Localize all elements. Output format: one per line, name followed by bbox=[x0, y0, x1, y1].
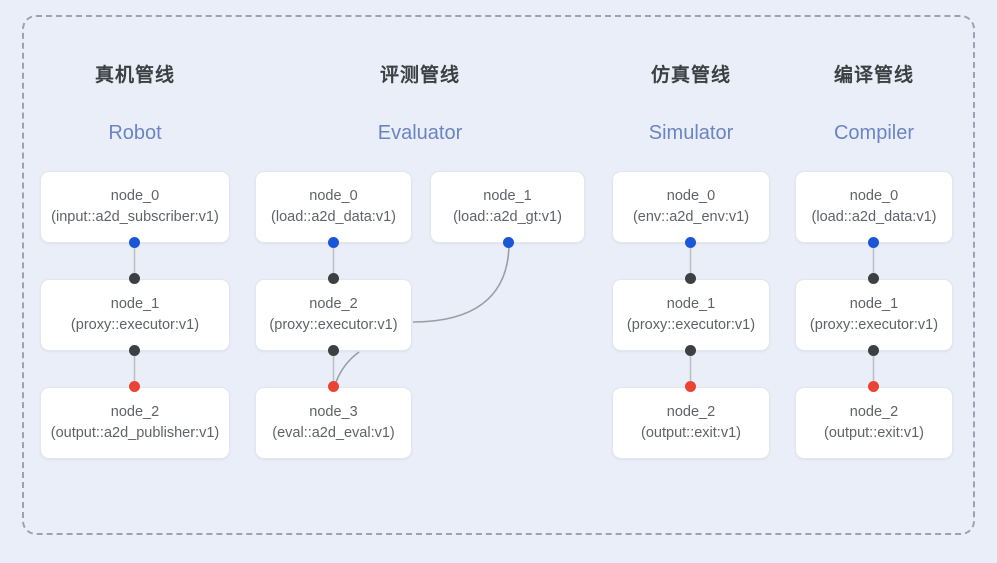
node-compiler-2[interactable]: node_2 (output::exit:v1) bbox=[795, 387, 953, 459]
pipeline-frame bbox=[22, 15, 975, 535]
connector-dot-output-black bbox=[129, 345, 140, 356]
connector-dot-output-blue-gt bbox=[503, 237, 514, 248]
column-title-cn-simulator: 仿真管线 bbox=[650, 65, 731, 86]
node-type: (proxy::executor:v1) bbox=[269, 317, 398, 333]
column-title-en-simulator: Simulator bbox=[648, 122, 734, 144]
connector-dot-input-red bbox=[129, 381, 140, 392]
node-simulator-2[interactable]: node_2 (output::exit:v1) bbox=[612, 387, 770, 459]
node-label: node_3 bbox=[309, 404, 358, 420]
node-type: (proxy::executor:v1) bbox=[70, 317, 200, 333]
column-robot: 真机管线 Robot node_0 (input::a2d_subscriber… bbox=[40, 0, 230, 563]
connector-dot-input-red bbox=[328, 381, 339, 392]
connector-dot-output-blue bbox=[868, 237, 879, 248]
node-evaluator-1-gt[interactable]: node_1 (load::a2d_gt:v1) bbox=[430, 171, 585, 243]
node-label: node_1 bbox=[666, 296, 716, 312]
connector-dot-input-black bbox=[129, 273, 140, 284]
node-type: (load::a2d_data:v1) bbox=[811, 209, 937, 225]
connector-dot-output-black bbox=[685, 345, 696, 356]
node-label: node_2 bbox=[849, 404, 899, 420]
node-label: node_2 bbox=[666, 404, 716, 420]
node-evaluator-3[interactable]: node_3 (eval::a2d_eval:v1) bbox=[255, 387, 412, 459]
column-simulator: 仿真管线 Simulator node_0 (env::a2d_env:v1) … bbox=[612, 0, 770, 563]
node-label: node_0 bbox=[666, 188, 716, 204]
node-type: (load::a2d_gt:v1) bbox=[453, 209, 562, 225]
connector-dot-input-black bbox=[868, 273, 879, 284]
column-title-en-evaluator: Evaluator bbox=[377, 122, 463, 144]
node-type: (eval::a2d_eval:v1) bbox=[272, 425, 395, 441]
column-title-cn-robot: 真机管线 bbox=[94, 65, 175, 86]
connector-dot-output-black bbox=[328, 345, 339, 356]
column-title-en-compiler: Compiler bbox=[833, 122, 915, 144]
connector-dot-output-black bbox=[868, 345, 879, 356]
node-type: (output::exit:v1) bbox=[824, 425, 924, 441]
node-label: node_0 bbox=[110, 188, 160, 204]
node-label: node_0 bbox=[849, 188, 899, 204]
node-type: (input::a2d_subscriber:v1) bbox=[51, 209, 219, 225]
connector-dot-input-red bbox=[685, 381, 696, 392]
node-robot-1[interactable]: node_1 (proxy::executor:v1) bbox=[40, 279, 230, 351]
connector-dot-output-blue bbox=[328, 237, 339, 248]
node-label: node_2 bbox=[309, 296, 358, 312]
node-simulator-1[interactable]: node_1 (proxy::executor:v1) bbox=[612, 279, 770, 351]
node-robot-0[interactable]: node_0 (input::a2d_subscriber:v1) bbox=[40, 171, 230, 243]
column-compiler: 编译管线 Compiler node_0 (load::a2d_data:v1)… bbox=[795, 0, 953, 563]
column-evaluator: 评测管线 Evaluator node_0 (load::a2d_data:v1… bbox=[255, 0, 585, 563]
column-title-cn-compiler: 编译管线 bbox=[833, 65, 914, 86]
node-evaluator-0[interactable]: node_0 (load::a2d_data:v1) bbox=[255, 171, 412, 243]
connector-dot-output-blue bbox=[685, 237, 696, 248]
node-type: (proxy::executor:v1) bbox=[626, 317, 756, 333]
connector-dot-output-blue bbox=[129, 237, 140, 248]
node-simulator-0[interactable]: node_0 (env::a2d_env:v1) bbox=[612, 171, 770, 243]
node-label: node_2 bbox=[110, 404, 160, 420]
connector-dot-input-black bbox=[328, 273, 339, 284]
node-robot-2[interactable]: node_2 (output::a2d_publisher:v1) bbox=[40, 387, 230, 459]
node-type: (output::a2d_publisher:v1) bbox=[50, 425, 220, 441]
node-compiler-0[interactable]: node_0 (load::a2d_data:v1) bbox=[795, 171, 953, 243]
node-label: node_1 bbox=[483, 188, 532, 204]
node-label: node_1 bbox=[849, 296, 899, 312]
connector-dot-input-black bbox=[685, 273, 696, 284]
connector-dot-input-red bbox=[868, 381, 879, 392]
node-type: (env::a2d_env:v1) bbox=[632, 209, 750, 225]
column-title-cn-evaluator: 评测管线 bbox=[379, 65, 460, 86]
node-evaluator-2[interactable]: node_2 (proxy::executor:v1) bbox=[255, 279, 412, 351]
node-type: (load::a2d_data:v1) bbox=[271, 209, 396, 225]
node-type: (proxy::executor:v1) bbox=[809, 317, 939, 333]
column-title-en-robot: Robot bbox=[108, 122, 162, 144]
node-type: (output::exit:v1) bbox=[641, 425, 741, 441]
node-compiler-1[interactable]: node_1 (proxy::executor:v1) bbox=[795, 279, 953, 351]
node-label: node_0 bbox=[309, 188, 358, 204]
node-label: node_1 bbox=[110, 296, 160, 312]
